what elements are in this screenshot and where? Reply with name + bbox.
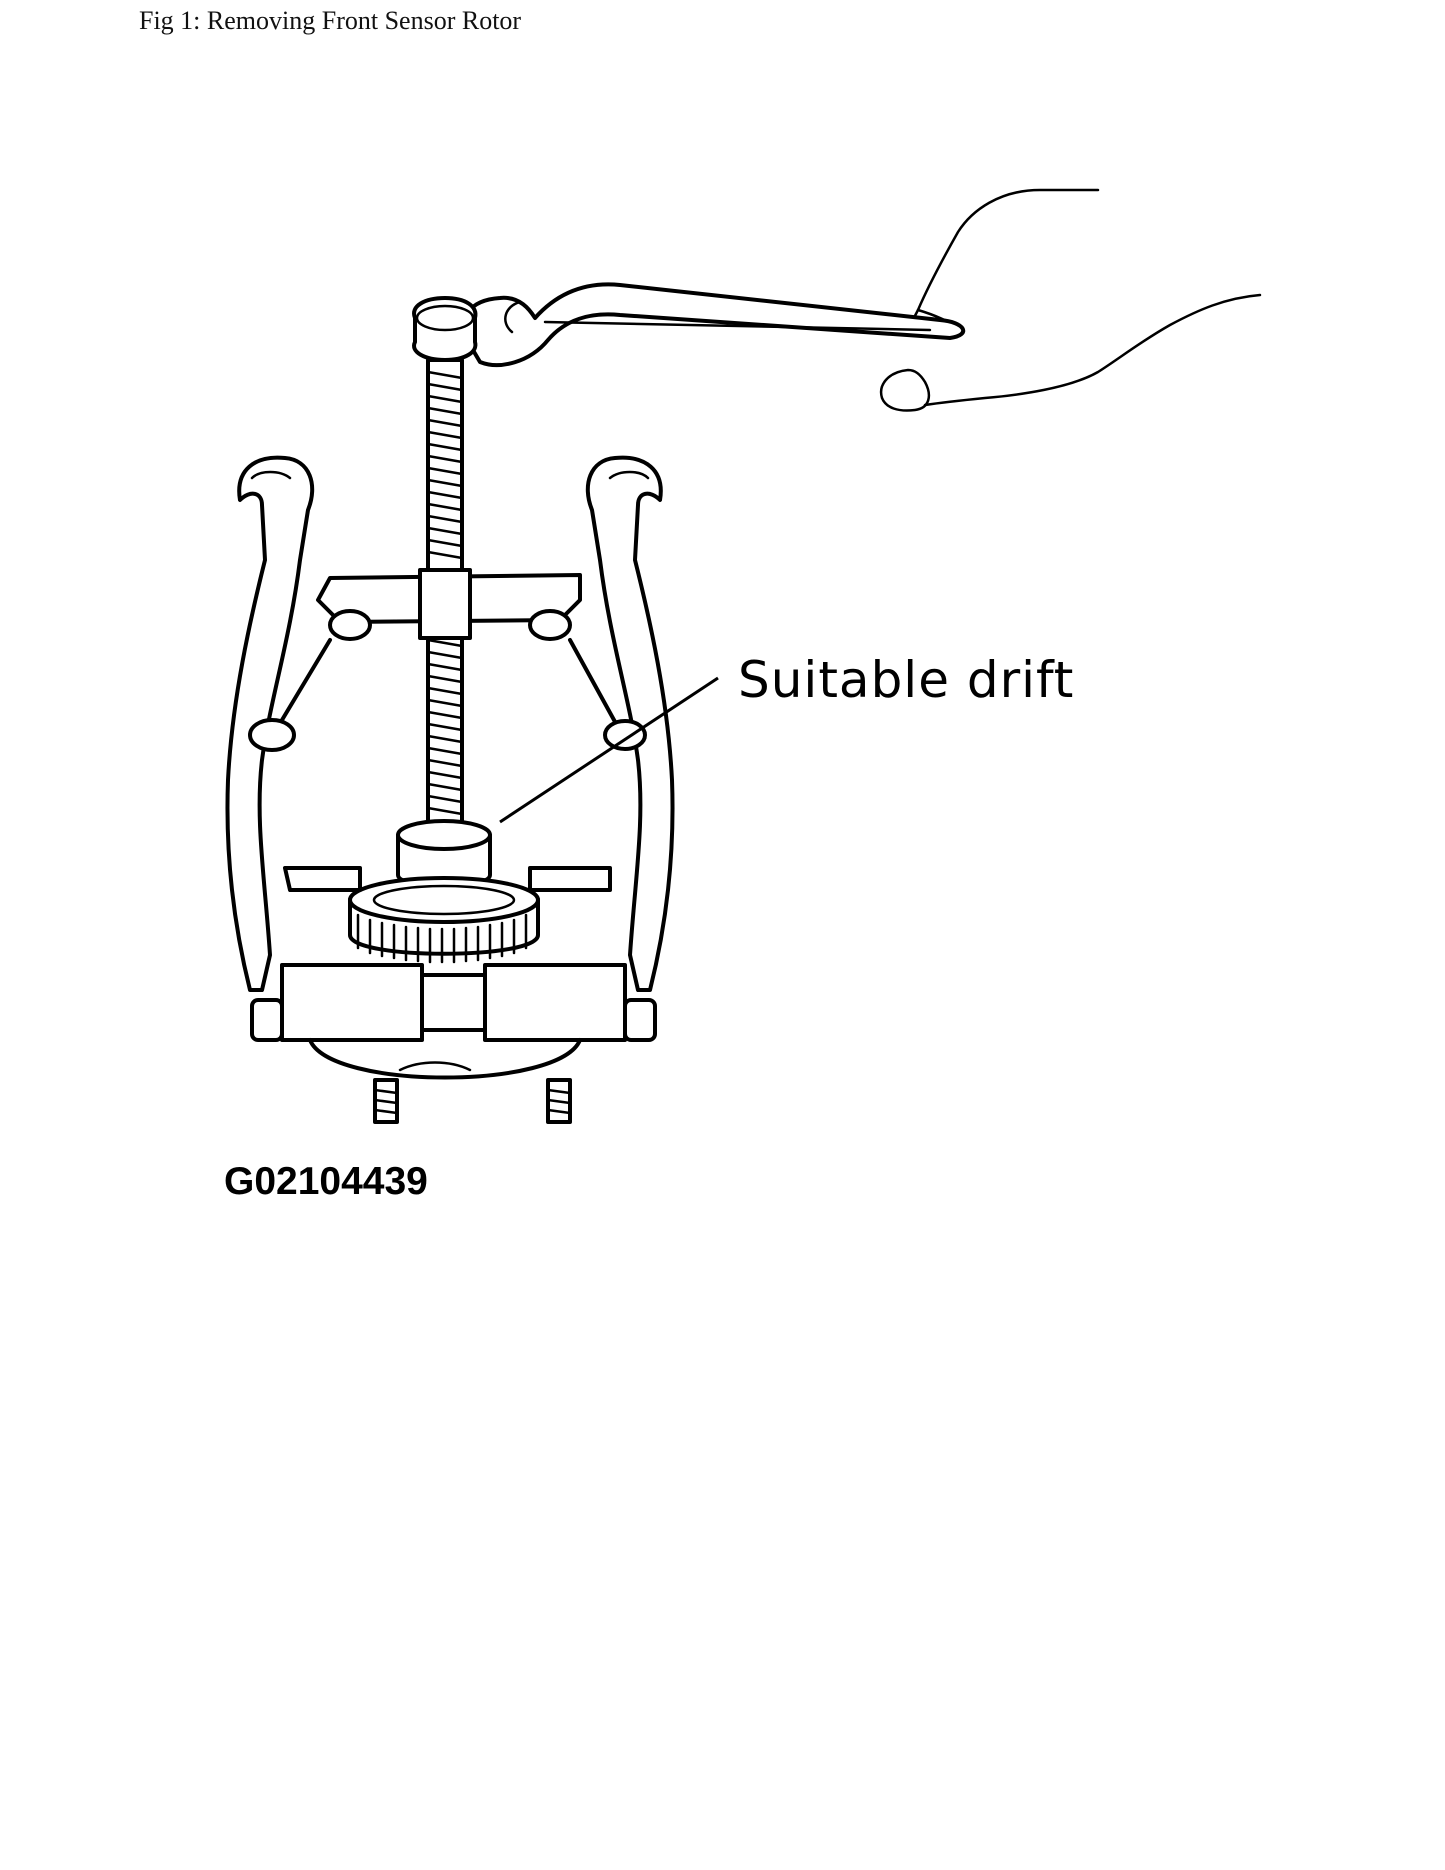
hub-assembly xyxy=(308,1038,582,1124)
puller-yoke xyxy=(248,568,647,752)
support-plate xyxy=(250,866,657,1042)
sensor-rotor xyxy=(348,876,540,964)
callout-leader-line xyxy=(499,676,719,824)
forcing-screw xyxy=(426,358,464,832)
callout-label: Suitable drift xyxy=(738,651,1074,709)
forcing-screw-nut xyxy=(412,296,478,362)
figure-caption: Fig 1: Removing Front Sensor Rotor xyxy=(139,6,522,35)
hand-illustration xyxy=(879,188,1262,412)
puller-legs xyxy=(225,455,675,992)
wrench-illustration xyxy=(462,282,966,367)
figure-code: G02104439 xyxy=(224,1160,428,1203)
